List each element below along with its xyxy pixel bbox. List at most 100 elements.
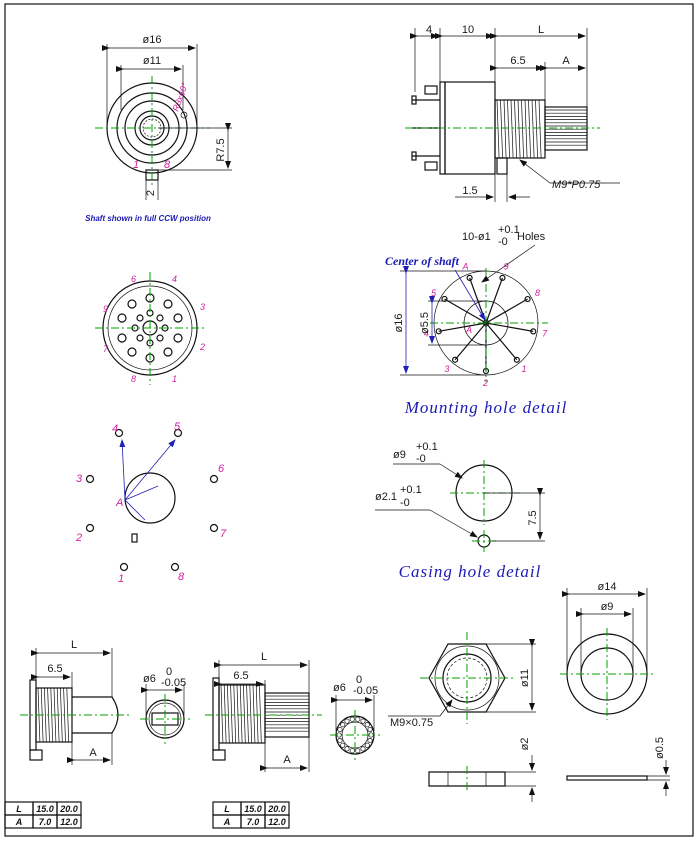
- thread-line: [44, 687, 47, 743]
- schematic-pin-label: 2: [75, 532, 82, 544]
- thread-line: [259, 684, 262, 744]
- thread-line: [521, 99, 524, 159]
- schematic-contact: [114, 428, 124, 438]
- thread-line: [243, 684, 246, 744]
- table-cell-text: A: [15, 817, 23, 827]
- schematic-contact: [209, 523, 219, 533]
- thread-line: [66, 687, 70, 743]
- mount-pin-label: 7: [542, 328, 548, 338]
- mount-spoke: [438, 322, 487, 332]
- dim-r75: R7.5: [215, 138, 227, 161]
- table-cell: [264, 814, 290, 829]
- wiper-line: [124, 485, 159, 501]
- casing-pin-tol-up: +0.1: [400, 484, 422, 496]
- mount-pin-label: A: [462, 262, 469, 272]
- dim-4: 4: [426, 24, 432, 36]
- schematic-pin-label: 1: [118, 573, 124, 585]
- sv2-65: 6.5: [233, 670, 248, 682]
- rear-pin-label: 1: [172, 374, 177, 384]
- mount-hole: [466, 274, 473, 281]
- sv1-end-tol-up: 0: [166, 666, 172, 678]
- sv2-A: A: [283, 754, 291, 766]
- dim-15: 1.5: [462, 185, 477, 197]
- mount-spoke: [485, 322, 518, 361]
- table-cell-text: 20.0: [59, 804, 78, 814]
- sv2-end-tol-dn: -0.05: [353, 685, 378, 697]
- rear-pin-label: 2: [199, 342, 205, 352]
- schematic-pin-label: 5: [174, 421, 181, 433]
- thread-line: [223, 684, 227, 744]
- thread-line: [507, 99, 510, 159]
- table-cell-text: A: [223, 817, 231, 827]
- schematic-contact: [173, 428, 183, 438]
- nut-dia: ø11: [519, 669, 531, 687]
- sv2-end-tol-up: 0: [356, 674, 362, 686]
- dim-65: 6.5: [510, 55, 525, 67]
- schematic-pin-label: 4: [112, 423, 118, 435]
- schematic-contact: [119, 562, 129, 572]
- center-of-shaft-label: Center of shaft: [385, 254, 460, 268]
- washer-thick: ø0.5: [654, 737, 666, 759]
- dim-A: A: [562, 55, 570, 67]
- thread-line: [496, 99, 500, 159]
- table-cell-text: 12.0: [268, 817, 286, 827]
- sv1-end-dia: ø6: [143, 673, 156, 685]
- thread-line: [236, 684, 240, 744]
- dim-dia-11: ø11: [143, 55, 161, 67]
- sv1-L: L: [71, 639, 77, 651]
- thread-line: [535, 99, 538, 159]
- nut-and-washer: ø11 M9×0.75 ø2 ø14 ø9 ø0.5: [388, 581, 670, 802]
- pin-8-label: 8: [164, 159, 171, 171]
- table-cell-text: L: [16, 804, 22, 814]
- thread-line: [510, 99, 514, 159]
- mount-pin-label: 2: [482, 378, 488, 388]
- table-cell-text: 12.0: [60, 817, 78, 827]
- thread-line: [230, 684, 233, 744]
- terminal-hole: [127, 347, 137, 357]
- mount-hole: [530, 328, 537, 335]
- sv2-L: L: [261, 651, 267, 663]
- knurl-tooth: [344, 718, 350, 724]
- mounting-caption: Mounting hole detail: [404, 398, 568, 417]
- knurl-tooth: [367, 737, 373, 744]
- rear-pin-label: 3: [200, 302, 205, 312]
- thread-line: [517, 99, 521, 159]
- knurl-tooth: [367, 726, 373, 733]
- wiper-line: [124, 499, 146, 521]
- mount-dia-55: ø5.5: [419, 312, 431, 334]
- thread-line: [220, 684, 224, 744]
- table-cell-text: 20.0: [267, 804, 286, 814]
- casing-pin-dia: ø2.1: [375, 491, 397, 503]
- casing-hole-dia: ø9: [393, 449, 406, 461]
- front-view: ø16 ø11 R7.5 2 R3x60° 1 8 Shaft shown in…: [85, 34, 232, 223]
- dim-tab-2: 2: [145, 190, 157, 196]
- inner-hole: [156, 334, 164, 342]
- knurl-tooth: [360, 718, 366, 724]
- thread-line: [227, 684, 230, 744]
- wiper-line: [119, 439, 126, 501]
- holes-suffix: Holes: [517, 231, 546, 243]
- casing-hole-tol-up: +0.1: [416, 441, 438, 453]
- mount-pin-label: 8: [535, 288, 540, 298]
- knurl-tooth: [355, 716, 361, 722]
- knurl-tooth: [344, 746, 350, 752]
- inner-hole: [156, 314, 164, 322]
- pin-1-label: 1: [133, 159, 139, 171]
- thread-line: [252, 684, 256, 744]
- sheet-border: [4, 3, 694, 837]
- knurl-tooth: [340, 722, 346, 728]
- inner-hole: [136, 314, 144, 322]
- terminal-hole: [173, 333, 183, 343]
- thread-line: [255, 684, 259, 744]
- knurl-tooth: [349, 748, 355, 754]
- wiper-line: [124, 439, 176, 501]
- rear-pin-label: 8: [131, 374, 136, 384]
- knurl-tooth: [349, 716, 355, 722]
- table-cell-text: L: [224, 804, 230, 814]
- rear-pin-label: 6: [131, 274, 136, 284]
- sv1-A: A: [89, 747, 97, 759]
